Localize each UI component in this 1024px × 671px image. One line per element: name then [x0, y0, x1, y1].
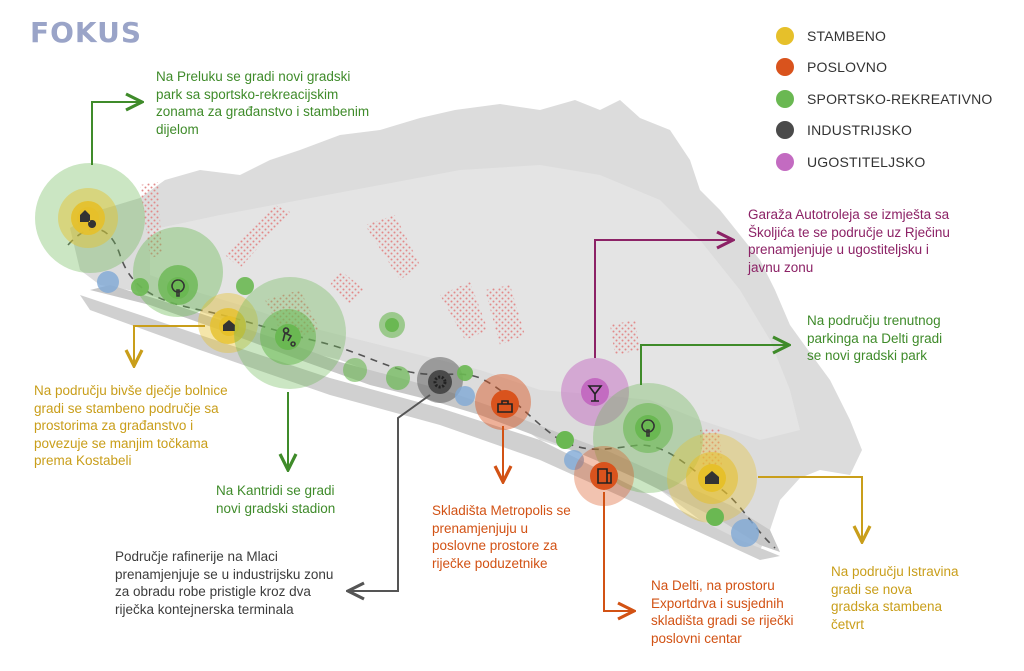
- note-kantrida: Na Kantridi se gradi novi gradski stadio…: [216, 483, 336, 516]
- site-marker-rafinerija: [428, 370, 452, 394]
- note-autotrolej: Garaža Autotroleja se izmješta sa Školji…: [748, 207, 950, 275]
- office-building-icon: [597, 468, 612, 484]
- legend: STAMBENO POSLOVNO SPORTSKO-REKREATIVNO I…: [776, 20, 993, 178]
- briefcase-icon: [497, 400, 513, 413]
- legend-dot-industrijsko: [776, 121, 794, 140]
- legend-label: UGOSTITELJSKO: [807, 153, 926, 170]
- legend-item-stambeno: STAMBENO: [776, 20, 993, 52]
- site-marker-delta-park: [635, 415, 661, 441]
- legend-label: STAMBENO: [807, 27, 887, 44]
- football-player-icon: [282, 327, 296, 347]
- note-istravino: Na području Istravina gradi se nova grad…: [831, 564, 959, 632]
- callout-lines: [91, 102, 862, 611]
- note-exportdrvo: Na Delti, na prostoru Exportdrva i susje…: [651, 578, 794, 646]
- note-rafinerija: Područje rafinerije na Mlaci prenamjenju…: [115, 549, 334, 617]
- note-metropolis: Skladišta Metropolis se prenamjenjuju u …: [432, 503, 571, 571]
- note-delta-park: Na području trenutnog parkinga na Delti …: [807, 313, 943, 363]
- legend-item-ugostiteljsko: UGOSTITELJSKO: [776, 146, 993, 178]
- sea-strip: [80, 295, 780, 560]
- site-markers: [35, 163, 759, 547]
- legend-item-industrijsko: INDUSTRIJSKO: [776, 115, 993, 147]
- gear-icon: [433, 375, 447, 389]
- legend-dot-stambeno: [776, 26, 794, 45]
- note-preluk: Na Preluku se gradi novi gradski park sa…: [156, 69, 370, 137]
- tree-icon: [171, 279, 185, 297]
- cocktail-icon: [587, 385, 603, 402]
- legend-label: POSLOVNO: [807, 59, 888, 76]
- legend-dot-ugostiteljsko: [776, 152, 794, 171]
- legend-label: INDUSTRIJSKO: [807, 122, 913, 139]
- house-icon: [223, 320, 235, 331]
- legend-item-sportsko: SPORTSKO-REKREATIVNO: [776, 83, 993, 115]
- house-tree-icon: [80, 210, 97, 228]
- site-marker-exportdrvo: [590, 462, 618, 490]
- site-marker-autotrolej: [581, 378, 609, 406]
- legend-dot-sportsko: [776, 89, 794, 108]
- legend-label: SPORTSKO-REKREATIVNO: [807, 90, 993, 107]
- legend-item-poslovno: POSLOVNO: [776, 52, 993, 84]
- note-bolnica: Na području bivše dječje bolnice gradi s…: [34, 383, 228, 468]
- fokus-logo[interactable]: FOKUS: [30, 16, 143, 49]
- legend-dot-poslovno: [776, 58, 794, 77]
